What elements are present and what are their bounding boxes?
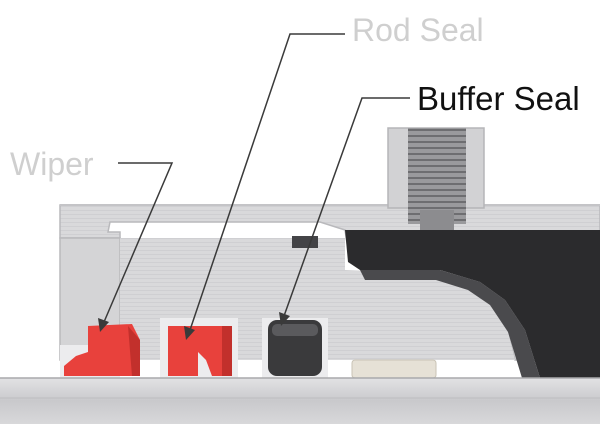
- wiper-seal: [64, 324, 140, 376]
- label-rod-seal: Rod Seal: [352, 12, 484, 48]
- label-wiper: Wiper: [10, 146, 94, 182]
- leader-line-rod-seal: [189, 33, 345, 331]
- piston-rod: [0, 378, 600, 424]
- buffer-seal-highlight: [272, 324, 318, 336]
- rod-guide-insert: [351, 359, 437, 379]
- leader-arrow-rod-seal: [184, 326, 195, 340]
- leader-arrow-wiper: [98, 318, 109, 332]
- port-fitting-tip: [420, 210, 454, 230]
- gland-port-detail: [292, 236, 318, 248]
- label-buffer-seal: Buffer Seal: [417, 80, 580, 117]
- piston-highlight: [360, 270, 540, 378]
- port-fitting-thread: [408, 128, 466, 224]
- wiper-seal-shade: [128, 326, 140, 376]
- leader-arrow-buffer-seal: [279, 312, 290, 326]
- leader-line-buffer-seal: [283, 97, 410, 317]
- rod-seal-shade: [222, 326, 232, 376]
- piston-head: [345, 230, 600, 378]
- leader-line-wiper: [103, 162, 174, 323]
- rod-seal: [168, 326, 232, 376]
